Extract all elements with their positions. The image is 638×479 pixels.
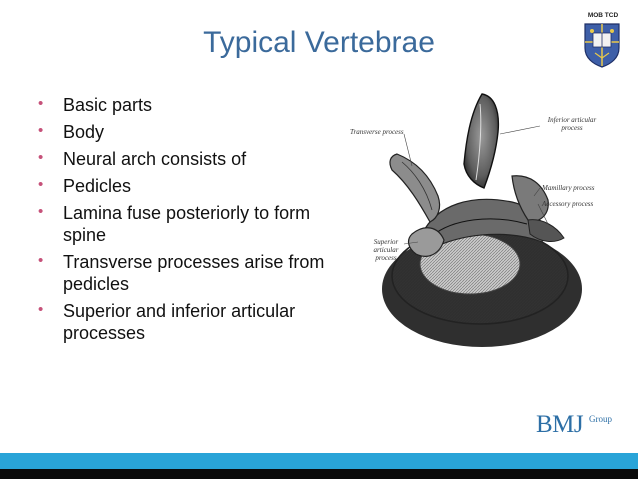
label-accessory-process: Accessory process (542, 200, 594, 208)
bullet-marker: • (38, 301, 44, 318)
bullet-marker: • (38, 95, 44, 112)
footer-bar-blue (0, 453, 638, 469)
bullet-text: Body (63, 122, 105, 142)
slide-title: Typical Vertebrae (203, 26, 435, 59)
bullet-marker: • (38, 122, 44, 139)
bullet-text: Superior and inferior articular processe… (63, 301, 296, 343)
bullet-marker: • (38, 176, 44, 193)
bullet-list: • Basic parts • Body • Neural arch consists… (38, 94, 358, 349)
vertebra-illustration (382, 93, 582, 347)
bullet-item: • Neural arch consists of (38, 148, 358, 170)
label-inferior-articular-process: Inferior articular process (547, 116, 597, 132)
crest-label: MOB TCD (587, 12, 619, 19)
bmj-logo: BMJ (536, 411, 584, 438)
bullet-text: Lamina fuse posteriorly to form spine (63, 203, 311, 245)
bullet-item: • Pedicles (38, 175, 358, 197)
bullet-text: Basic parts (63, 95, 153, 115)
label-superior-articular-process: Superior articular process (373, 238, 399, 262)
footer-bar-black (0, 469, 638, 479)
vertebra-figure: Transverse process Inferior articular pr… (342, 84, 612, 356)
bullet-item: • Basic parts (38, 94, 358, 116)
crest-icon (584, 23, 620, 68)
bullet-text: Neural arch consists of (63, 149, 247, 169)
label-transverse-process: Transverse process (350, 128, 404, 136)
bullet-item: • Lamina fuse posteriorly to form spine (38, 202, 358, 246)
bullet-marker: • (38, 149, 44, 166)
bmj-logo-sub: Group (589, 414, 612, 424)
bullet-marker: • (38, 203, 44, 220)
bullet-text: Transverse processes arise from pedicles (63, 252, 325, 294)
bullet-item: • Transverse processes arise from pedicle… (38, 251, 358, 295)
label-mamillary-process: Mamillary process (542, 184, 595, 192)
bullet-item: • Body (38, 121, 358, 143)
bullet-item: • Superior and inferior articular process… (38, 300, 358, 344)
bullet-text: Pedicles (63, 176, 132, 196)
bullet-marker: • (38, 252, 44, 269)
